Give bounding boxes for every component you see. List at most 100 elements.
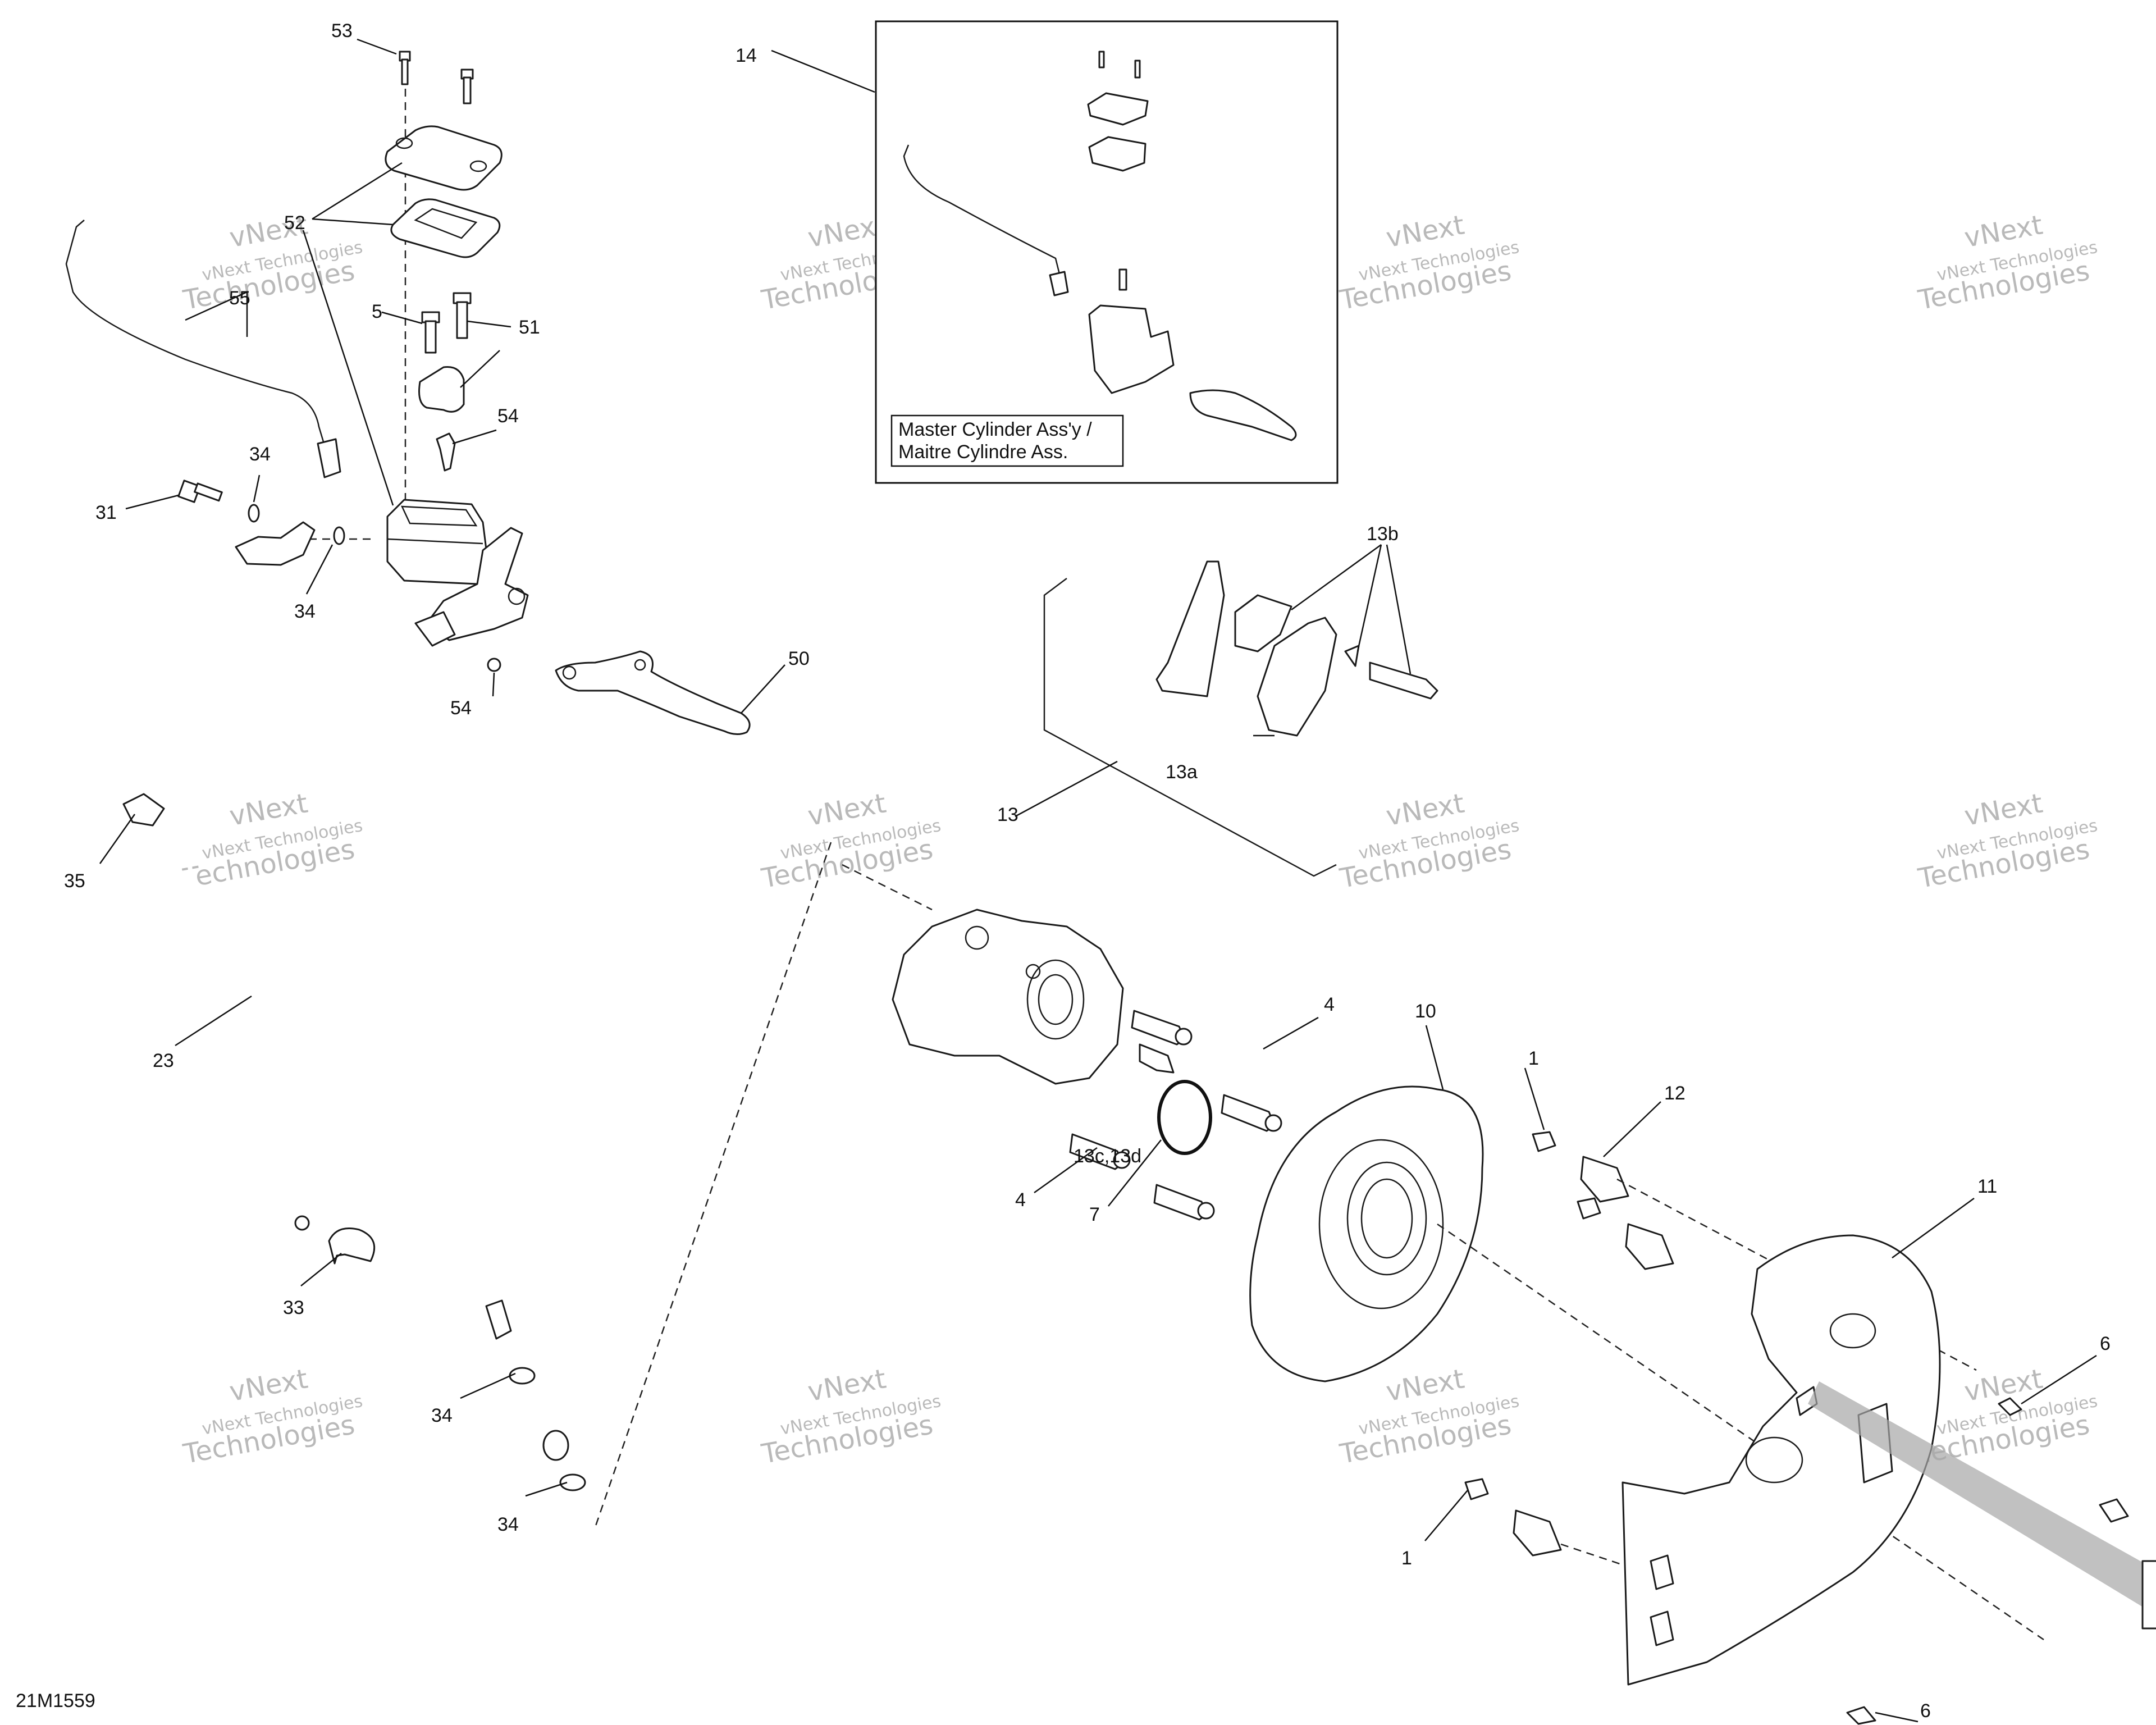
master-cylinder-lever-mount xyxy=(426,527,529,641)
callout-35: 35 xyxy=(64,870,85,892)
guard-bolt xyxy=(1998,1397,2022,1416)
watermark: vNext vNext Technologies Technologies xyxy=(1337,209,1521,317)
brake-disc-group xyxy=(1249,1085,2044,1641)
cover-screw xyxy=(460,69,474,104)
svg-text:vNext: vNext xyxy=(806,788,889,833)
inset-diaphragm xyxy=(1088,136,1146,172)
callout-34: 34 xyxy=(431,1405,453,1426)
handlebar-clamp xyxy=(418,366,465,413)
pivot-pin xyxy=(436,432,456,472)
callout-13a: 13a xyxy=(1166,761,1198,783)
nut xyxy=(294,1215,310,1231)
figure-code: 21M1559 xyxy=(16,1690,95,1712)
caliper-bolt xyxy=(1221,1094,1282,1132)
callout-52: 52 xyxy=(284,212,305,234)
brake-disc xyxy=(1249,1085,1484,1382)
caliper-bolt xyxy=(1153,1184,1215,1221)
o-ring xyxy=(1157,1080,1212,1155)
callout-10: 10 xyxy=(1415,1001,1436,1022)
callout-7: 7 xyxy=(1089,1204,1100,1225)
brake-caliper-group xyxy=(842,864,1282,1221)
svg-text:vNext: vNext xyxy=(1962,788,2045,833)
svg-text:vNext: vNext xyxy=(227,1363,310,1408)
callout-23: 23 xyxy=(153,1050,174,1071)
guard-bolt xyxy=(2099,1498,2129,1523)
callout-33: 33 xyxy=(283,1297,304,1318)
callout-34: 34 xyxy=(249,444,271,465)
callout-34: 34 xyxy=(294,601,316,622)
flange-bolt xyxy=(1532,1131,1556,1152)
flange-bolt xyxy=(1464,1478,1489,1500)
inset-brake-lever xyxy=(1189,389,1297,441)
inset-wire xyxy=(903,144,1062,281)
pad-clip xyxy=(1344,645,1360,667)
inset-reservoir-cover xyxy=(1087,92,1149,126)
hose-fitting xyxy=(235,521,316,566)
callout-5: 5 xyxy=(372,301,382,322)
callout-11: 11 xyxy=(1977,1176,1997,1197)
callout-50: 50 xyxy=(788,648,810,669)
spacer xyxy=(1580,1156,1629,1203)
callout-6: 6 xyxy=(2100,1333,2111,1354)
svg-text:vNext: vNext xyxy=(1384,788,1467,833)
brake-caliper xyxy=(892,909,1124,1085)
callout-55: 55 xyxy=(229,288,250,309)
watermark: vNext vNext Technologies Technologies xyxy=(181,1363,364,1471)
crush-washer xyxy=(509,1367,536,1385)
spacer xyxy=(1513,1509,1562,1557)
pad-retaining-pin xyxy=(1369,661,1438,700)
brake-hose-inner xyxy=(130,530,587,1440)
nut xyxy=(487,658,501,672)
svg-text:vNext: vNext xyxy=(1962,209,2045,254)
brake-pad-inner xyxy=(1155,560,1225,697)
watermark: vNext vNext Technologies Technologies xyxy=(1337,788,1521,895)
reservoir-cover xyxy=(385,125,503,191)
callout-54: 54 xyxy=(497,405,519,427)
watermark: vNext vNext Technologies Technologies xyxy=(1916,209,2099,317)
callout-13: 13 xyxy=(997,804,1018,825)
svg-text:vNext: vNext xyxy=(806,1363,889,1408)
callout-1: 1 xyxy=(1401,1548,1412,1569)
callout-1: 1 xyxy=(1528,1048,1539,1069)
diaphragm xyxy=(390,198,501,258)
callout-labels: 53 52 55 5 51 54 34 31 34 54 50 35 23 33… xyxy=(16,20,2111,1722)
caliper-bolt xyxy=(1069,1133,1131,1170)
flange-bolt xyxy=(1577,1197,1601,1220)
watermark: vNext vNext Technologies Technologies xyxy=(759,788,943,895)
watermark: vNext vNext Technologies Technologies xyxy=(181,788,364,895)
callout-53: 53 xyxy=(331,20,353,42)
callout-31: 31 xyxy=(95,502,117,523)
spacer xyxy=(1625,1223,1674,1270)
crush-washer xyxy=(248,504,260,523)
callout-51: 51 xyxy=(519,317,540,338)
cover-screw xyxy=(399,51,411,85)
bleeder-valve xyxy=(1139,1043,1175,1074)
callout-34: 34 xyxy=(497,1514,519,1535)
callout-13c-13d: 13c,13d xyxy=(1074,1146,1141,1167)
inset-master-cylinder xyxy=(1088,304,1175,394)
svg-text:vNext: vNext xyxy=(1384,1363,1467,1408)
mounting-bolt xyxy=(453,292,472,339)
master-cylinder-group xyxy=(65,51,832,1528)
svg-text:vNext: vNext xyxy=(1384,209,1467,254)
brake-hose xyxy=(131,531,586,1438)
watermark: vNext vNext Technologies Technologies xyxy=(1916,788,2099,895)
crush-washer xyxy=(559,1473,586,1491)
brake-lever xyxy=(555,650,751,735)
callout-6: 6 xyxy=(1920,1700,1931,1722)
callout-4: 4 xyxy=(1324,994,1335,1015)
banjo-bolt xyxy=(485,1299,512,1340)
disc-guard xyxy=(1621,1234,1941,1686)
svg-text:vNext: vNext xyxy=(227,788,310,833)
brake-switch xyxy=(414,611,456,647)
callout-4: 4 xyxy=(1015,1189,1026,1211)
pad-kit-bracket xyxy=(1043,578,1337,877)
banjo-bolt xyxy=(177,480,223,503)
master-cylinder-inset: Master Cylinder Ass'y / Maitre Cylindre … xyxy=(875,20,1339,484)
inset-caption-line1: Master Cylinder Ass'y / xyxy=(898,419,1092,440)
wire-connector xyxy=(317,438,341,478)
banjo-fitting xyxy=(542,1430,569,1461)
pad-spring xyxy=(1234,594,1292,652)
edge-part xyxy=(2141,1560,2156,1630)
